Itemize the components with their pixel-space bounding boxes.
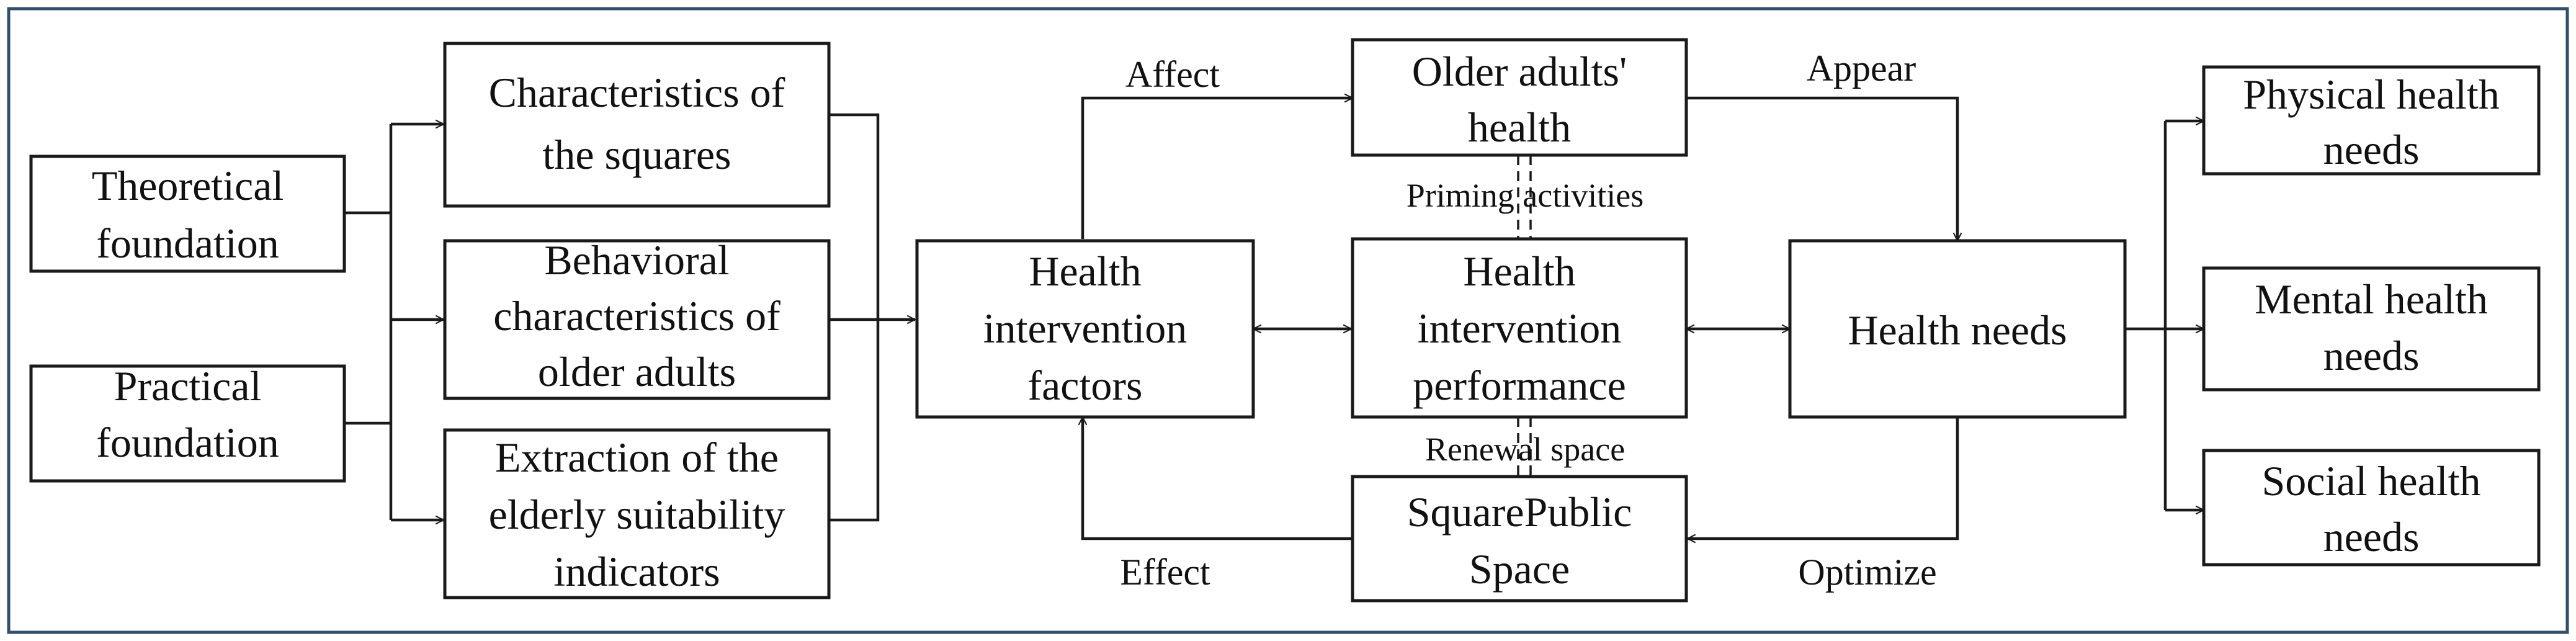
box-line: Theoretical [92,162,284,209]
box-line: Physical health [2243,71,2500,118]
box-line: needs [2323,513,2420,560]
priming-activities-label: Priming activities [1407,177,1644,214]
effect-label: Effect [1120,552,1210,593]
outer-frame [7,7,2569,634]
box-line: needs [2323,332,2420,379]
box-line: Older adults' [1412,48,1627,95]
box-line: health [1468,104,1571,151]
connectors [344,98,2204,539]
characteristics-of-squares-box: Characteristics of the squares [443,42,831,208]
practical-foundation-box: Practical foundation [29,362,346,483]
box-line: performance [1413,362,1626,409]
optimize-label: Optimize [1798,552,1936,593]
physical-health-needs-box: Physical health needs [2202,65,2541,176]
box-line: foundation [96,419,279,466]
box-line: Mental health [2255,276,2488,323]
appear-label: Appear [1807,48,1916,89]
box-line: intervention [1418,305,1622,352]
box-line: Health needs [1848,307,2067,354]
box-line: older adults [538,348,736,395]
box-line: intervention [983,305,1187,352]
box-line: elderly suitability [489,491,785,538]
box-line: the squares [542,131,731,178]
extraction-indicators-box: Extraction of the elderly suitability in… [443,428,831,599]
box-line: Space [1469,545,1570,593]
effect-arrow [1083,417,1353,540]
square-public-space-box: SquarePublic Space [1351,475,1688,603]
theoretical-foundation-box: Theoretical foundation [29,155,346,273]
box-line: Extraction of the [495,434,779,481]
social-health-needs-box: Social health needs [2202,449,2541,567]
box-line: Health [1463,248,1575,295]
older-adults-health-box: Older adults' health [1351,38,1688,157]
box-line: needs [2323,126,2420,173]
renewal-space-label: Renewal space [1425,431,1625,468]
behavioral-characteristics-box: Behavioral characteristics of older adul… [443,236,831,400]
squares-connector [829,113,880,522]
affect-label: Affect [1125,54,1220,95]
box-line: indicators [553,548,720,595]
box-line: Social health [2261,457,2480,504]
health-needs-box: Health needs [1788,239,2127,419]
box-line: characteristics of [493,292,780,339]
appear-arrow [1686,96,1957,241]
mental-health-needs-box: Mental health needs [2202,266,2541,392]
box-line: foundation [96,220,279,267]
optimize-arrow [1688,417,1959,539]
box-line: Behavioral [544,236,729,284]
health-intervention-factors-box: Health intervention factors [915,239,1255,419]
box-line: SquarePublic [1407,488,1632,536]
box-line: Practical [114,362,262,410]
box-line: Health [1029,248,1141,295]
box-line: Characteristics of [489,69,785,116]
health-intervention-performance-box: Health intervention performance [1351,237,1688,419]
box-line: factors [1027,362,1142,409]
affect-arrow [1081,98,1353,239]
